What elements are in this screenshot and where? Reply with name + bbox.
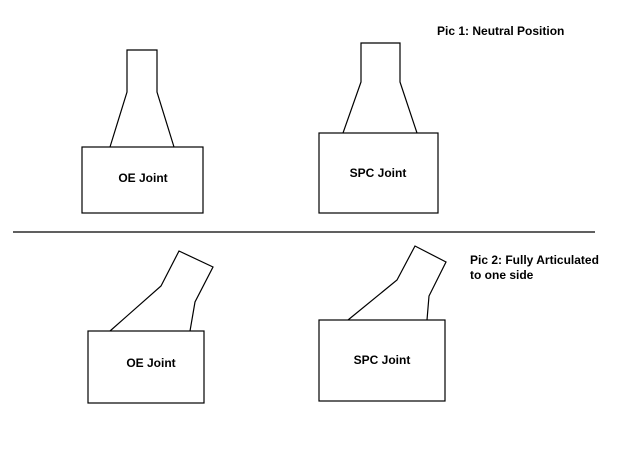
- pic2-caption-line1: Pic 2: Fully Articulated: [470, 253, 599, 267]
- oe-articulated-housing: [87, 330, 205, 404]
- pic1-caption: Pic 1: Neutral Position: [437, 24, 564, 38]
- oe-joint-neutral: OE Joint: [81, 49, 204, 214]
- spc-articulated-shaft: [347, 245, 447, 321]
- oe-articulated-label: OE Joint: [126, 356, 175, 370]
- spc-neutral-label: SPC Joint: [350, 166, 407, 180]
- spc-neutral-shaft: [342, 42, 418, 134]
- oe-articulated-shaft: [109, 250, 214, 332]
- oe-neutral-label: OE Joint: [118, 171, 167, 185]
- spc-joint-articulated: SPC Joint: [318, 245, 447, 402]
- oe-joint-articulated: OE Joint: [87, 250, 214, 404]
- spc-articulated-housing: [318, 319, 446, 402]
- oe-neutral-housing: [81, 146, 204, 214]
- pic2-caption-line2: to one side: [470, 268, 534, 282]
- spc-articulated-label: SPC Joint: [354, 353, 411, 367]
- oe-neutral-shaft: [109, 49, 175, 148]
- spc-neutral-housing: [318, 132, 439, 214]
- spc-joint-neutral: SPC Joint: [318, 42, 439, 214]
